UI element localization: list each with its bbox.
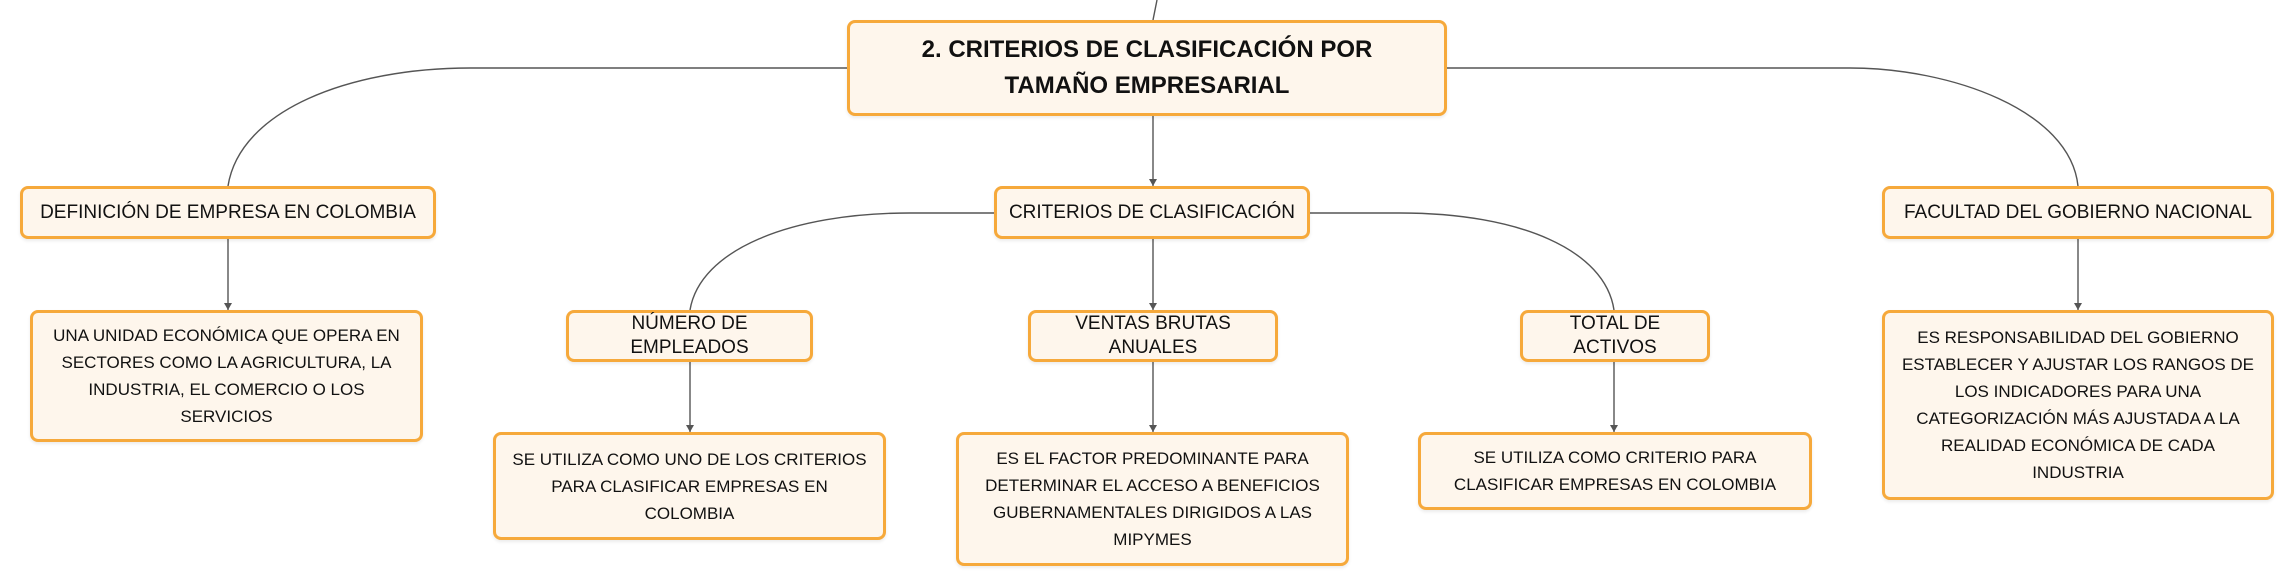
criterion-activos-label: TOTAL DE ACTIVOS [1569, 313, 1661, 358]
arrowhead-ventas-detail [1149, 425, 1157, 432]
branch-criterios-label: CRITERIOS DE CLASIFICACIÓN [1008, 201, 1296, 223]
arrowhead-criterios [1149, 179, 1157, 186]
connector-root-facultad [1447, 67, 2079, 187]
connector-incoming-root [1152, 0, 1158, 21]
detail-facultad-text: ES RESPONSABILIDAD DEL GOBIERNO ESTABLEC… [1901, 328, 2255, 482]
detail-activos-text: SE UTILIZA COMO CRITERIO PARA CLASIFICAR… [1453, 448, 1777, 494]
connector-criterios-empleados [689, 212, 994, 311]
criterion-ventas[interactable]: VENTAS BRUTAS ANUALES [1028, 310, 1278, 362]
detail-facultad[interactable]: ES RESPONSABILIDAD DEL GOBIERNO ESTABLEC… [1882, 310, 2274, 500]
root-node[interactable]: 2. CRITERIOS DE CLASIFICACIÓN POR TAMAÑO… [847, 20, 1447, 116]
detail-definicion[interactable]: UNA UNIDAD ECONÓMICA QUE OPERA EN SECTOR… [30, 310, 423, 442]
arrowhead-facultad-detail [2074, 303, 2082, 310]
criterion-empleados-label: NÚMERO DE EMPLEADOS [630, 313, 749, 358]
root-label: 2. CRITERIOS DE CLASIFICACIÓN POR TAMAÑO… [921, 36, 1373, 99]
detail-ventas[interactable]: ES EL FACTOR PREDOMINANTE PARA DETERMINA… [956, 432, 1349, 566]
branch-definicion[interactable]: DEFINICIÓN DE EMPRESA EN COLOMBIA [20, 186, 436, 239]
criterion-activos[interactable]: TOTAL DE ACTIVOS [1520, 310, 1710, 362]
connector-root-definicion [227, 67, 847, 187]
detail-ventas-text: ES EL FACTOR PREDOMINANTE PARA DETERMINA… [985, 449, 1320, 549]
criterion-empleados[interactable]: NÚMERO DE EMPLEADOS [566, 310, 813, 362]
detail-activos[interactable]: SE UTILIZA COMO CRITERIO PARA CLASIFICAR… [1418, 432, 1812, 510]
branch-facultad[interactable]: FACULTAD DEL GOBIERNO NACIONAL [1882, 186, 2274, 239]
branch-definicion-label: DEFINICIÓN DE EMPRESA EN COLOMBIA [40, 201, 416, 223]
branch-criterios[interactable]: CRITERIOS DE CLASIFICACIÓN [994, 186, 1310, 239]
criterion-ventas-label: VENTAS BRUTAS ANUALES [1075, 313, 1231, 358]
detail-definicion-text: UNA UNIDAD ECONÓMICA QUE OPERA EN SECTOR… [53, 326, 400, 426]
arrowhead-definicion-detail [224, 303, 232, 310]
connector-criterios-activos [1310, 212, 1615, 311]
detail-empleados[interactable]: SE UTILIZA COMO UNO DE LOS CRITERIOS PAR… [493, 432, 886, 540]
branch-facultad-label: FACULTAD DEL GOBIERNO NACIONAL [1903, 201, 2253, 223]
arrowhead-empleados-detail [686, 425, 694, 432]
detail-empleados-text: SE UTILIZA COMO UNO DE LOS CRITERIOS PAR… [512, 449, 867, 523]
arrowhead-ventas [1149, 303, 1157, 310]
arrowhead-activos-detail [1610, 425, 1618, 432]
